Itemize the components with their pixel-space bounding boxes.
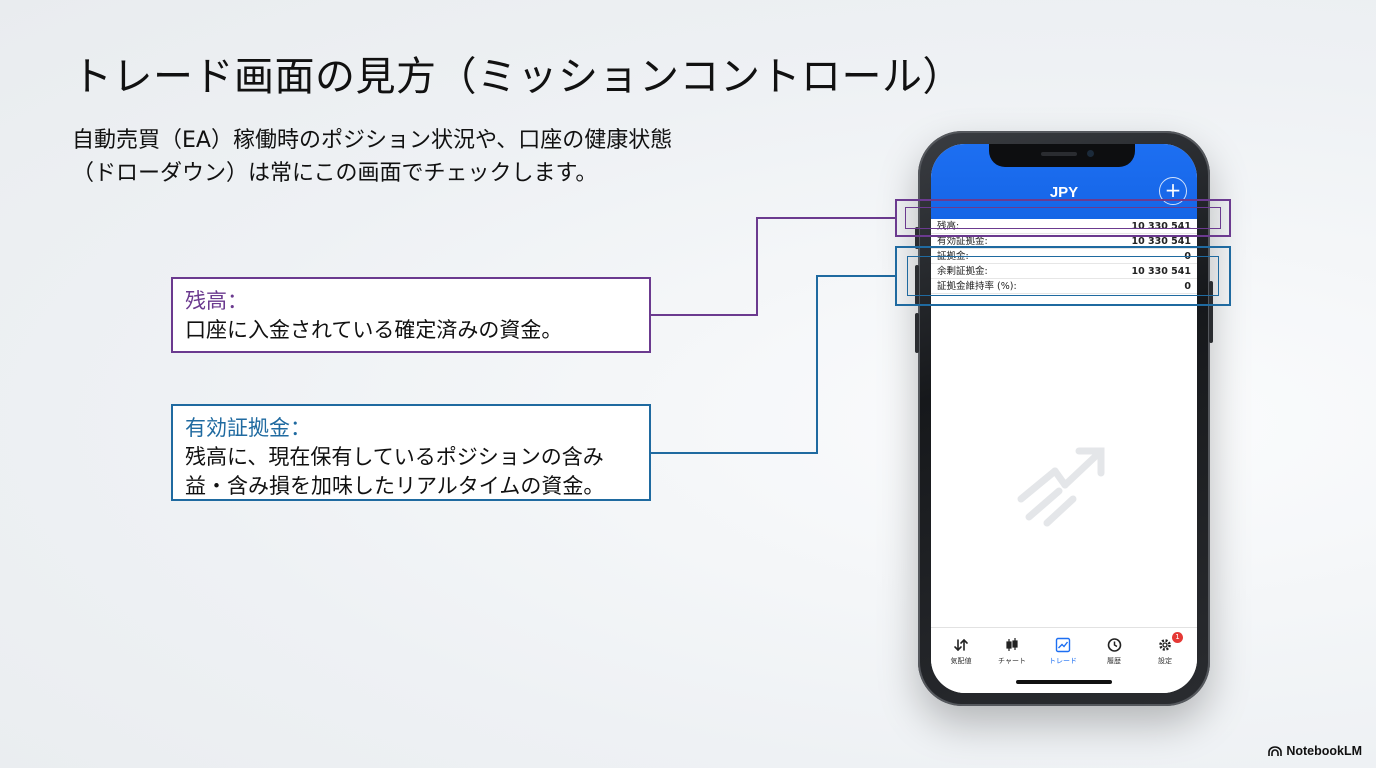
phone-side-button-left-1	[915, 227, 919, 249]
slide-title: トレード画面の見方（ミッションコントロール）	[72, 54, 963, 100]
equity-connector-line	[651, 275, 895, 454]
account-row-label: 残高:	[937, 221, 960, 232]
tab-history[interactable]: 履歴	[1088, 636, 1140, 666]
notebooklm-logo-icon	[1268, 745, 1283, 756]
phone-side-button-left-2	[915, 265, 919, 305]
brand-label: NotebookLM	[1286, 744, 1362, 758]
tab-chart[interactable]: チャート	[986, 636, 1038, 666]
account-row-equity: 有効証拠金: 10 330 541	[931, 234, 1197, 249]
tab-label: 履歴	[1107, 657, 1121, 665]
equity-callout-body-line-1: 残高に、現在保有しているポジションの含み	[185, 445, 604, 469]
account-row-free-margin: 余剰証拠金: 10 330 541	[931, 264, 1197, 279]
home-indicator	[1016, 680, 1112, 684]
tab-label: チャート	[998, 657, 1026, 665]
equity-callout: 有効証拠金： 残高に、現在保有しているポジションの含み 益・含み損を加味したリア…	[171, 404, 651, 501]
candlestick-icon	[1006, 638, 1018, 651]
balance-highlight-frame	[895, 199, 1231, 237]
plus-icon: +	[1164, 178, 1182, 202]
phone-side-button-right	[1209, 281, 1213, 343]
balance-callout-heading: 残高：	[185, 289, 248, 313]
account-row-balance: 残高: 10 330 541	[931, 219, 1197, 234]
speaker-grille	[1041, 152, 1077, 156]
account-row-value: 0	[1184, 281, 1191, 292]
phone-side-button-left-3	[915, 313, 919, 353]
equity-highlight-inner	[907, 256, 1219, 296]
gear-icon	[1159, 639, 1171, 651]
slide-subtitle: 自動売買（EA）稼働時のポジション状況や、口座の健康状態 （ドローダウン）は常に…	[72, 124, 792, 190]
account-row-value: 10 330 541	[1131, 236, 1192, 247]
account-row-value: 10 330 541	[1131, 221, 1192, 232]
equity-callout-heading: 有効証拠金：	[185, 416, 311, 440]
account-currency: JPY	[1049, 184, 1079, 201]
balance-callout-body: 口座に入金されている確定済みの資金。	[185, 318, 563, 342]
tab-trade[interactable]: トレード	[1037, 636, 1089, 666]
trade-empty-state-icon	[1017, 447, 1105, 527]
account-row-label: 証拠金維持率 (%):	[937, 281, 1017, 292]
balance-connector-line	[651, 217, 895, 316]
trade-chart-icon	[1055, 637, 1071, 653]
subtitle-line-1: 自動売買（EA）稼働時のポジション状況や、口座の健康状態	[72, 128, 673, 153]
notification-badge: 1	[1172, 632, 1183, 643]
account-row-margin-level: 証拠金維持率 (%): 0	[931, 279, 1197, 294]
brand-mark: NotebookLM	[1268, 744, 1362, 758]
tab-label: 設定	[1158, 657, 1172, 665]
app-header: JPY +	[931, 144, 1197, 219]
phone-notch	[989, 144, 1135, 167]
arrows-updown-icon	[954, 638, 968, 652]
add-order-button[interactable]: +	[1159, 177, 1187, 205]
subtitle-line-2: （ドローダウン）は常にこの画面でチェックします。	[72, 161, 598, 186]
balance-highlight-inner	[905, 207, 1221, 229]
account-row-label: 余剰証拠金:	[937, 266, 988, 277]
equity-callout-body-line-2: 益・含み損を加味したリアルタイムの資金。	[185, 474, 605, 498]
account-row-value: 10 330 541	[1131, 266, 1192, 277]
front-camera	[1087, 150, 1094, 157]
tab-settings[interactable]: 1 設定	[1139, 632, 1191, 666]
equity-highlight-frame	[895, 246, 1231, 306]
account-row-label: 有効証拠金:	[937, 236, 988, 247]
tab-label: 気配値	[950, 657, 972, 665]
balance-callout: 残高： 口座に入金されている確定済みの資金。	[171, 277, 651, 353]
tab-quotes[interactable]: 気配値	[935, 636, 987, 666]
tab-label: トレード	[1049, 657, 1077, 665]
history-icon	[1107, 638, 1122, 652]
